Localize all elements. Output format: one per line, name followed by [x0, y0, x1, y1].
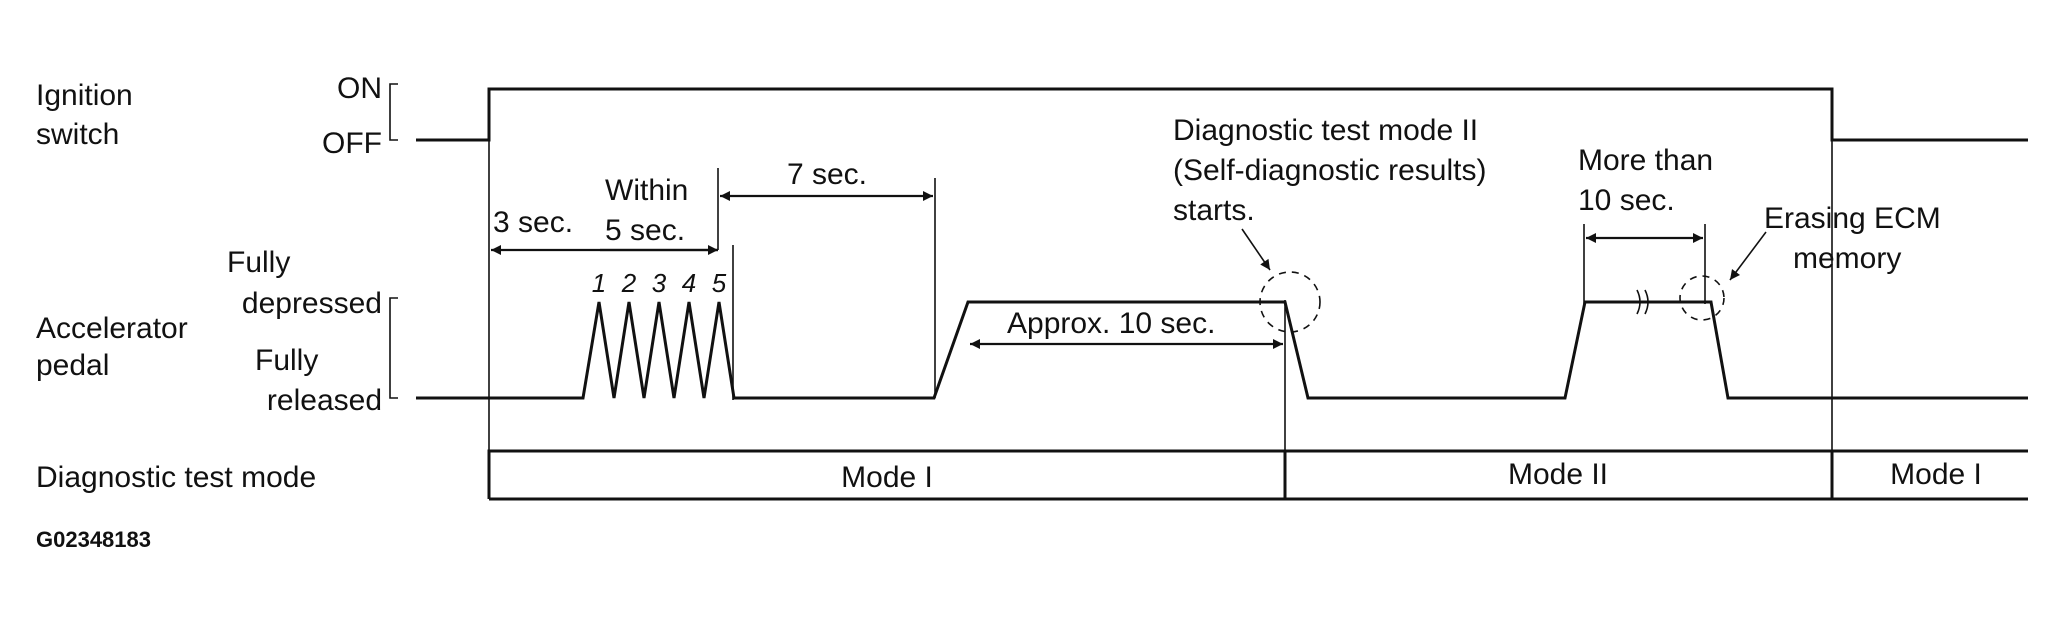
- label-3sec: 3 sec.: [493, 206, 573, 239]
- label-within-line2: 5 sec.: [605, 214, 685, 247]
- mode-segment-1: Mode I: [841, 461, 933, 494]
- mode-bar-top: [487, 449, 2028, 499]
- press-number-2: 2: [621, 268, 637, 298]
- mode2-start-highlight-circle: [1259, 271, 1321, 333]
- mode-segment-2: Mode II: [1508, 458, 1608, 491]
- label-approx-10sec: Approx. 10 sec.: [1007, 307, 1215, 340]
- mode2-start-line2: (Self-diagnostic results): [1173, 154, 1486, 187]
- press-number-labels: 1 2 3 4 5: [592, 268, 727, 298]
- mode2-start-pointer: [1241, 228, 1271, 271]
- accelerator-label-line2: pedal: [36, 349, 109, 382]
- mode2-start-line3: starts.: [1173, 194, 1255, 227]
- press-number-5: 5: [712, 268, 727, 298]
- off-label: OFF: [322, 127, 382, 160]
- test-mode-label: Diagnostic test mode: [36, 461, 316, 494]
- ignition-level-bracket: [389, 83, 398, 141]
- mode-segment-3: Mode I: [1890, 458, 1982, 491]
- ignition-label-line1: Ignition: [36, 79, 133, 112]
- mode2-start-line1: Diagnostic test mode II: [1173, 114, 1478, 147]
- ignition-label-line2: switch: [36, 118, 119, 151]
- fully-depressed-label-line2: depressed: [242, 287, 382, 320]
- pedal-level-bracket: [389, 297, 398, 399]
- label-more-than-line2: 10 sec.: [1578, 184, 1675, 217]
- erasing-pointer: [1729, 231, 1767, 281]
- erasing-highlight-circle: [1679, 275, 1725, 321]
- accelerator-waveform: [416, 300, 2028, 400]
- on-label: ON: [337, 72, 382, 105]
- accelerator-label-line1: Accelerator: [36, 312, 188, 345]
- fully-released-label-line1: Fully: [255, 344, 318, 377]
- label-more-than-line1: More than: [1578, 144, 1713, 177]
- fully-released-label-line2: released: [267, 384, 382, 417]
- press-number-1: 1: [592, 268, 606, 298]
- press-number-3: 3: [652, 268, 667, 298]
- label-7sec: 7 sec.: [787, 158, 867, 191]
- label-within-line1: Within: [605, 174, 688, 207]
- fully-depressed-label-line1: Fully: [227, 246, 290, 279]
- press-number-4: 4: [682, 268, 696, 298]
- erasing-line1: Erasing ECM: [1764, 202, 1941, 235]
- ignition-waveform: [416, 87, 2028, 142]
- erasing-line2: memory: [1793, 242, 1901, 275]
- time-break-mark: [1636, 289, 1649, 315]
- figure-code: G02348183: [36, 527, 151, 552]
